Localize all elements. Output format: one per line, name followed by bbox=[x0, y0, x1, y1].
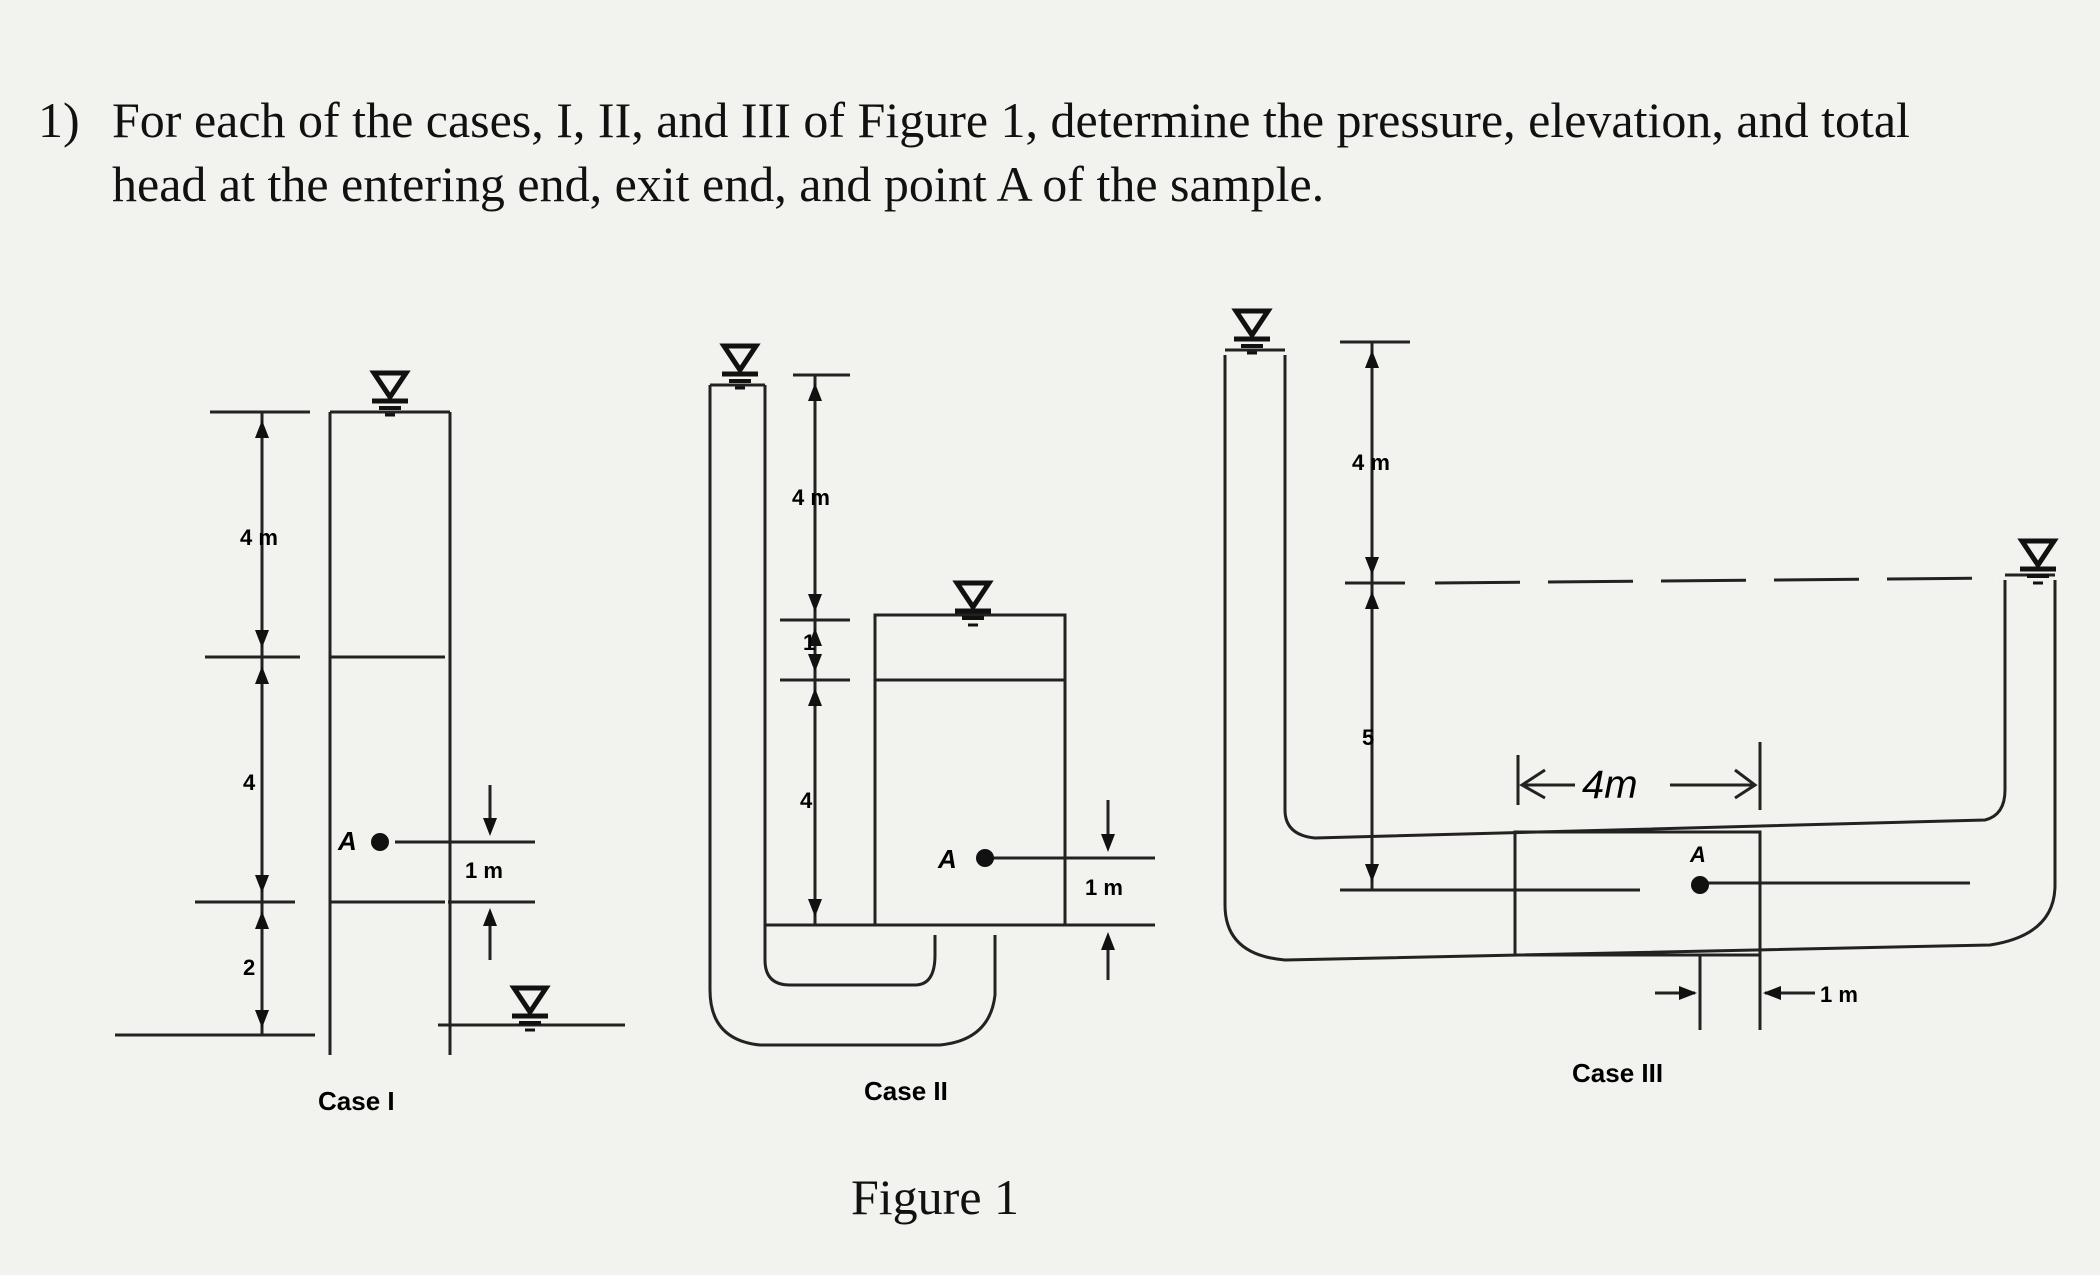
case-3-label: Case III bbox=[1572, 1058, 1663, 1088]
case-2-point-a: A bbox=[937, 844, 957, 874]
case-2-dim-a: 1 m bbox=[1085, 875, 1123, 900]
case-1-diagram bbox=[115, 410, 625, 1055]
water-level-icon bbox=[1234, 311, 1270, 353]
water-level-icon bbox=[2020, 541, 2056, 583]
question-text: For each of the cases, I, II, and III of… bbox=[112, 92, 1910, 212]
case-1-point-a: A bbox=[337, 826, 357, 856]
water-level-icon bbox=[955, 583, 991, 625]
case-2-dim-1: 1 bbox=[803, 630, 815, 655]
case-1-dim-bottom: 2 bbox=[243, 955, 255, 980]
case-2-label: Case II bbox=[864, 1076, 948, 1106]
case-3-diagram bbox=[1223, 340, 2057, 1030]
case-2-dim-top: 4 m bbox=[792, 485, 830, 510]
case-1-arrows bbox=[255, 420, 497, 1028]
case-1-label: Case I bbox=[318, 1086, 395, 1116]
water-level-icon bbox=[722, 346, 758, 388]
case-3-arrows bbox=[1365, 350, 1781, 1000]
case-3-point-a: A bbox=[1689, 842, 1706, 867]
water-level-icon bbox=[372, 373, 408, 415]
case-3-dim-length: 4m bbox=[1582, 763, 1638, 807]
case-1-dim-top: 4 m bbox=[240, 525, 278, 550]
case-3-dim-a: 1 m bbox=[1820, 982, 1858, 1007]
case-2-dim-2: 4 bbox=[800, 788, 813, 813]
question-number: 1) bbox=[38, 92, 80, 148]
case-2-arrows bbox=[808, 383, 1115, 950]
figure-caption: Figure 1 bbox=[850, 1169, 1020, 1225]
case-2-diagram bbox=[708, 373, 1155, 1047]
case-3-dim-5: 5 bbox=[1362, 725, 1374, 750]
case-1-dim-a: 1 m bbox=[465, 858, 503, 883]
case-3-dim-top: 4 m bbox=[1352, 450, 1390, 475]
case-1-dim-mid: 4 bbox=[243, 770, 256, 795]
